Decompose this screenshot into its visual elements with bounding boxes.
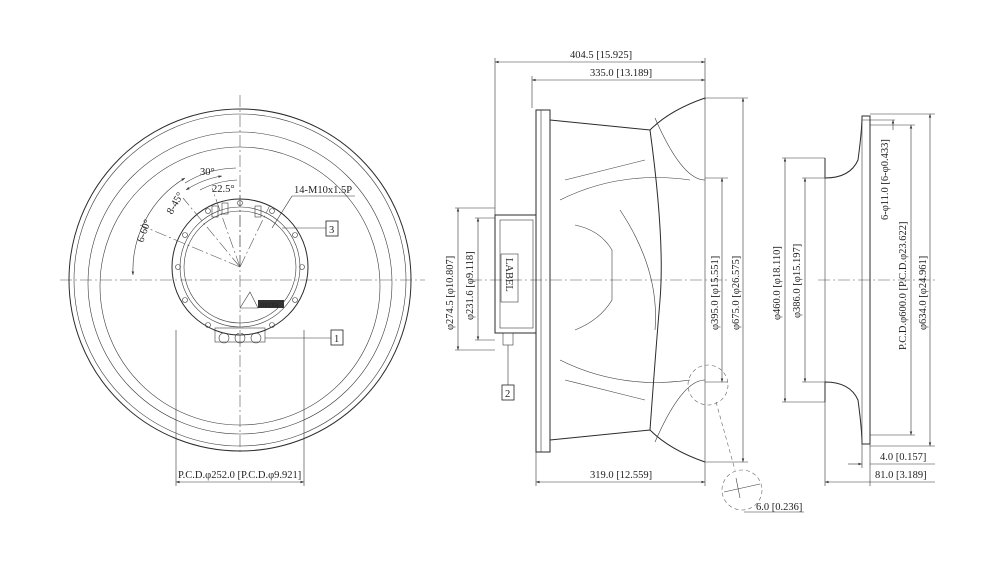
holes-label: 6-φ11.0 [6-φ0.433] — [880, 139, 891, 220]
plate-thickness-label: 6.0 [0.236] — [756, 502, 802, 513]
blade — [559, 359, 691, 383]
blade — [619, 209, 656, 331]
detail-circle — [687, 364, 729, 406]
label-text: LABEL — [503, 258, 514, 292]
delta-logo: DELTA — [239, 291, 284, 309]
ring-profile — [824, 115, 871, 445]
bolt-hole — [299, 264, 305, 270]
base-length-label: 319.0 [12.559] — [590, 470, 652, 481]
gland — [234, 332, 246, 344]
base-plate — [535, 109, 551, 453]
angle-22-5-label: 22.5° — [212, 184, 235, 195]
detail-plate — [723, 483, 761, 493]
detail-leader — [715, 401, 736, 471]
brand-logo-text: DELTA — [260, 303, 279, 309]
delta-triangle-icon — [239, 291, 259, 309]
impeller-length-label: 335.0 [13.189] — [590, 68, 652, 79]
motor-id-label: φ231.6 [φ9.118] — [465, 251, 476, 320]
bolt-hole — [182, 297, 188, 303]
mounting-tab — [221, 202, 229, 215]
inlet-lip-bottom — [654, 379, 706, 443]
outer-ring-inner-edge — [73, 113, 407, 447]
ring-flange-label: 4.0 [0.157] — [880, 452, 926, 463]
callout-2-box — [501, 384, 515, 401]
gland — [218, 332, 230, 344]
callout-2-text: 2 — [505, 389, 510, 400]
outer-ring — [68, 108, 412, 452]
inlet-dia-label: φ395.0 [φ15.551] — [710, 256, 721, 330]
callout-1-box — [330, 329, 344, 346]
ring-height-label: 81.0 [3.189] — [875, 470, 927, 481]
gland — [250, 332, 262, 344]
impeller-bottom-shroud — [549, 429, 706, 463]
angle-arc-6-60 — [131, 177, 186, 276]
thread-label: 14-M10x1.5P — [294, 185, 352, 196]
blade-edge — [564, 159, 646, 181]
angle-ray — [182, 197, 241, 268]
inlet-lip-top — [654, 117, 706, 181]
blade-inner — [574, 224, 613, 331]
front-view: DELTA 30° 22.5° 8-45° 6-60° 14-M10x1.5P … — [60, 95, 425, 486]
motor-body-inner — [499, 219, 534, 329]
impeller-ring-inner — [99, 146, 381, 426]
gland-block — [214, 327, 266, 343]
angle-ray — [139, 224, 241, 268]
angle-arc-22-5 — [199, 179, 238, 191]
cable-glands — [214, 327, 266, 344]
delta-wordmark — [258, 300, 284, 308]
angle-arc-30 — [184, 167, 237, 184]
inlet-ring-view: φ460.0 [φ18.110] φ386.0 [φ15.197] 6-φ11.… — [772, 113, 935, 486]
angle-30-label: 30° — [200, 167, 215, 178]
impeller-dia-label: φ675.0 [φ26.575] — [731, 256, 742, 330]
thread-leader — [271, 195, 293, 229]
ring-od-label: φ634.0 [φ24.961] — [918, 256, 929, 330]
detail-edge — [735, 477, 741, 499]
motor-od-label: φ274.5 [φ10.807] — [445, 256, 456, 330]
angle-ray — [211, 187, 241, 268]
bolt-hole — [292, 232, 298, 238]
blade — [559, 177, 691, 201]
ring-pcd-label: P.C.D.φ600.0 [P.C.D.φ23.622] — [898, 221, 909, 350]
callout-3-text: 3 — [329, 225, 334, 236]
ring-inner-label: φ386.0 [φ15.197] — [792, 244, 803, 318]
detail-circle-zoom — [721, 469, 763, 511]
motor-body — [494, 214, 537, 334]
mounting-tab — [254, 205, 262, 218]
front-pcd-label: P.C.D.φ252.0 [P.C.D.φ9.921] — [178, 470, 301, 481]
overall-length-label: 404.5 [15.925] — [570, 50, 632, 61]
angle-arc-8-45 — [185, 175, 223, 191]
callout-1-text: 1 — [334, 334, 339, 345]
side-view: 404.5 [15.925] 335.0 [13.189] LABEL 2 — [445, 50, 804, 513]
label-plate — [500, 253, 519, 303]
bolt-hole — [292, 297, 298, 303]
callout-3-box — [325, 220, 339, 237]
bolt-hole — [205, 208, 211, 214]
mounting-tab — [211, 205, 219, 218]
bolt-hole — [269, 322, 275, 328]
angle-6-60-label: 6-60° — [135, 218, 153, 244]
impeller-ring — [87, 131, 393, 435]
bolt-hole — [269, 208, 275, 214]
impeller-rim — [649, 129, 662, 431]
bolt-hole — [205, 322, 211, 328]
side-gland — [502, 332, 514, 346]
impeller-top-shroud — [549, 97, 706, 131]
blade-edge — [564, 379, 646, 401]
bolt-hole — [182, 232, 188, 238]
angle-ray — [239, 204, 271, 268]
angle-8-45-label: 8-45° — [165, 191, 186, 217]
ring-outer-label: φ460.0 [φ18.110] — [772, 246, 783, 320]
